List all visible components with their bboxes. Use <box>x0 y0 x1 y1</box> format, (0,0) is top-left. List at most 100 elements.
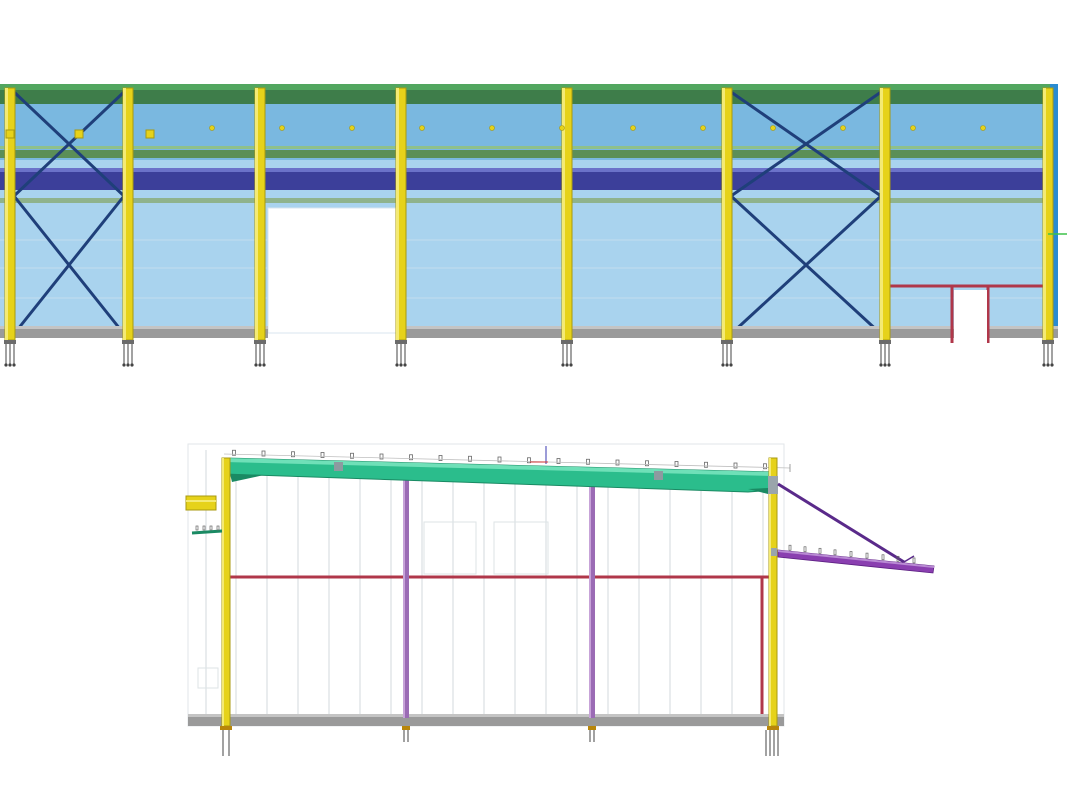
column-base-plate <box>879 340 891 344</box>
anchor-bolt-icon <box>569 363 573 367</box>
interior-column <box>403 478 409 718</box>
purlin-clip-icon <box>320 452 325 458</box>
purlin-clip-icon <box>409 454 413 461</box>
purlin-clip-icon <box>556 458 561 464</box>
column-base-plate <box>588 726 596 730</box>
bolt-marker <box>279 125 285 131</box>
window-outline <box>493 521 549 575</box>
portal-column-highlight <box>769 458 771 726</box>
purlin-clip-icon <box>849 551 853 557</box>
anchor-bolt-icon <box>1046 363 1050 367</box>
bolt-marker <box>910 125 916 131</box>
canopy-beam-flange <box>778 550 934 568</box>
crane-bracket-flange <box>186 500 216 502</box>
purlin-clip-icon <box>733 462 738 469</box>
bolt-marker <box>349 125 355 131</box>
anchor-bolt-icon <box>8 363 12 367</box>
column-base-plate <box>395 340 407 344</box>
purlin-clip-icon <box>195 525 199 531</box>
steel-column-highlight <box>722 88 725 340</box>
crane-runway-beam <box>0 172 1058 190</box>
bolt-marker <box>840 125 846 131</box>
connection-plate <box>145 129 155 139</box>
purlin-clip-icon <box>438 455 443 461</box>
roof-sheeting-line <box>223 453 791 469</box>
bolt-marker <box>770 125 776 131</box>
wall-girt <box>0 150 1058 158</box>
wall-girt-flange <box>0 146 1058 149</box>
connection-plate <box>74 129 84 139</box>
anchor-bolt-icon <box>395 363 399 367</box>
purlin-clip-icon <box>202 525 206 531</box>
anchor-bolt-icon <box>1050 363 1054 367</box>
purlin-clip-icon <box>833 549 837 556</box>
anchor-bolt-icon <box>399 363 403 367</box>
foundation-strip-top <box>0 326 268 329</box>
steel-column-highlight <box>1043 88 1046 340</box>
purlin-clip-icon <box>704 461 708 468</box>
anchor-bolt-icon <box>729 363 733 367</box>
purlin-clip-icon <box>497 456 502 463</box>
canopy-bracket <box>771 548 777 556</box>
door-opening <box>267 207 398 334</box>
wall-bracing <box>729 194 883 336</box>
portal-column-highlight <box>222 458 224 726</box>
anchor-bolt-icon <box>721 363 725 367</box>
purlin-clip-icon <box>803 546 807 553</box>
purlin-clip-icon <box>865 552 869 559</box>
rafter-haunch <box>230 474 264 482</box>
column-base-plate <box>122 340 134 344</box>
purlin-clip-icon <box>209 525 213 531</box>
purlin-clip-icon <box>788 544 792 551</box>
purlin-clip-icon <box>261 450 266 457</box>
column-base-plate <box>4 340 16 344</box>
steel-column-highlight <box>255 88 258 340</box>
purlin-clip-icon <box>527 457 531 464</box>
interior-column <box>589 478 595 718</box>
bolt-marker <box>630 125 636 131</box>
window-outline <box>423 521 477 575</box>
purlin-clip-icon <box>896 555 900 562</box>
purlin-clip-icon <box>912 557 916 564</box>
steel-column-highlight <box>562 88 565 340</box>
anchor-bolt-icon <box>883 363 887 367</box>
purlin-clip-icon <box>468 455 472 462</box>
purlin-clip-icon <box>615 459 620 466</box>
knee-connection-plate <box>768 476 778 494</box>
purlin-clip-icon <box>291 451 295 458</box>
steel-column-highlight <box>880 88 883 340</box>
steel-column-highlight <box>396 88 399 340</box>
purlin-clip-icon <box>350 452 354 459</box>
wall-girt <box>0 198 1058 203</box>
eave-beam <box>0 90 1058 104</box>
crane-runway-beam-flange <box>0 168 1058 172</box>
purlin-clip-icon <box>818 547 822 554</box>
eave-beam-top <box>0 84 1058 90</box>
purlin-clip-icon <box>216 525 220 531</box>
anchor-bolt-icon <box>403 363 407 367</box>
column-base-plate <box>767 726 779 730</box>
bolt-marker <box>700 125 706 131</box>
anchor-bolt-icon <box>258 363 262 367</box>
purlin-clip-icon <box>645 460 649 467</box>
bolt-marker <box>489 125 495 131</box>
column-base-plate <box>1042 340 1054 344</box>
purlin-clip-icon <box>763 463 767 470</box>
column-base-plate <box>402 726 410 730</box>
anchor-bolt-icon <box>130 363 134 367</box>
steel-column-highlight <box>123 88 126 340</box>
purlin-clip-icon <box>586 458 590 465</box>
roof-rafter-flange <box>224 458 774 476</box>
column-base-plate <box>561 340 573 344</box>
rafter-haunch <box>748 488 768 494</box>
cross-section-view <box>185 443 935 756</box>
roof-bracing <box>12 90 126 198</box>
wall-bracing <box>12 195 126 335</box>
anchor-bolt-icon <box>262 363 266 367</box>
purlin-clip-icon <box>674 461 679 467</box>
anchor-bolt-icon <box>1042 363 1046 367</box>
interior-column-highlight <box>403 478 405 718</box>
side-shelf-beam <box>191 529 223 535</box>
anchor-bolt-icon <box>254 363 258 367</box>
